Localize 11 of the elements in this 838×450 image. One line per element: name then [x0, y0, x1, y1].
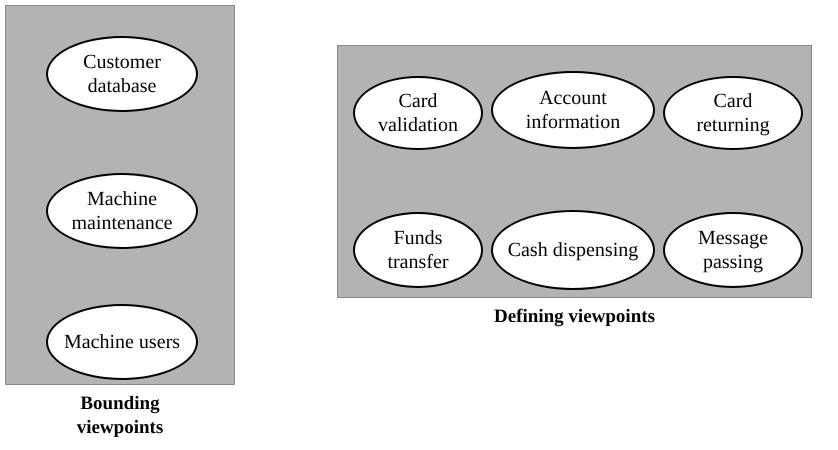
viewpoint-label: Machine maintenance — [70, 187, 174, 235]
panel-heading: Defining viewpoints — [493, 305, 656, 329]
viewpoint-label: Card returning — [695, 89, 771, 137]
viewpoint-label: Funds transfer — [386, 226, 450, 274]
viewpoint-label: Account information — [524, 86, 622, 134]
panel-heading: Bounding viewpoints — [76, 392, 164, 440]
viewpoint-label: Message passing — [697, 226, 769, 274]
viewpoint-label: Machine users — [62, 330, 182, 354]
viewpoint-label: Cash dispensing — [506, 238, 640, 262]
viewpoint-label: Customer database — [82, 50, 162, 98]
viewpoint-label: Card validation — [377, 89, 459, 137]
